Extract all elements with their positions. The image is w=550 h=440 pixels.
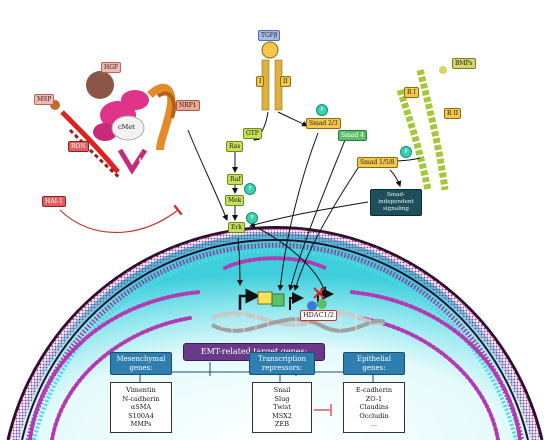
gtp-label: GTP — [243, 128, 262, 139]
gene-item: ... — [370, 420, 378, 429]
gene-item: ZEB — [274, 420, 290, 429]
repressors-title-line1: Transcription — [257, 355, 307, 363]
hai1-label: HAI-1 — [42, 196, 66, 207]
epithelial-genes-list: E-cadherin ZO-1 Claudins Occludin ... — [343, 382, 405, 433]
transcription-complex — [238, 287, 334, 311]
smad23-label: Smad 2/3 — [306, 118, 341, 129]
mesenchymal-genes-header: Mesenchymal genes: — [110, 352, 172, 375]
gene-item: E-cadherin — [355, 386, 393, 394]
raf-label: Raf — [227, 174, 244, 185]
gene-item: Occludin — [359, 411, 389, 420]
mesenchymal-title-line2: genes: — [129, 363, 153, 372]
epithelial-genes-header: Epithelial genes: — [343, 352, 405, 375]
gene-item: Twist — [273, 403, 291, 412]
tgfb-receptor — [261, 41, 283, 111]
phospho-erk: P — [246, 212, 258, 224]
phospho-smad158: P — [400, 146, 412, 158]
repressors-title-line2: repressors: — [261, 363, 303, 372]
gene-item: Snail — [273, 386, 291, 394]
hai1-inhibition — [59, 157, 196, 234]
gene-item: S100A4 — [128, 411, 154, 420]
smad4-label: Smad 4 — [338, 130, 367, 141]
gene-item: αSMA — [130, 403, 152, 412]
gene-item: MSX2 — [272, 411, 292, 420]
mesenchymal-title-line1: Mesenchymal — [116, 355, 166, 363]
epithelial-title-line1: Epithelial — [356, 355, 392, 363]
hdac-label: HDAC1/2 — [300, 310, 338, 321]
bmp-receptor — [396, 66, 449, 191]
hgf-label: HGF — [101, 62, 122, 73]
epithelial-title-line2: genes: — [362, 363, 386, 372]
msp-label: MSP — [34, 94, 55, 105]
gene-item: Vimentin — [126, 386, 156, 394]
phospho-mek: P — [244, 183, 256, 195]
receptor-ii-label: II — [280, 76, 291, 87]
bmps-label: BMPs — [452, 58, 476, 69]
cmet-receptor-complex — [50, 71, 177, 180]
phospho-smad23: P — [316, 104, 328, 116]
gene-item: N-cadherin — [122, 394, 160, 403]
nrp1-label: NRP1 — [176, 100, 200, 111]
erk-label: Erk — [228, 222, 245, 233]
tgfb-label: TGFβ — [258, 30, 281, 41]
gene-item: ZO-1 — [365, 394, 383, 403]
ras-label: Ras — [226, 141, 244, 152]
r1-label: R I — [404, 87, 419, 98]
nuclear-envelope — [28, 256, 522, 440]
smad158-label: Smad 1/5/8 — [357, 157, 398, 168]
gene-item: Claudins — [359, 403, 389, 412]
gene-item: Slug — [274, 394, 290, 403]
transcription-repressors-header: Transcription repressors: — [249, 352, 315, 375]
transcription-repressors-list: Snail Slug Twist MSX2 ZEB — [252, 382, 312, 433]
r2-label: R II — [444, 108, 462, 119]
receptor-i-label: I — [256, 76, 265, 87]
mek-label: Mek — [225, 195, 245, 206]
ron-label: RON — [68, 141, 89, 152]
smad-independent-box: Smad-independent signaling — [370, 189, 422, 216]
repression-bar — [314, 404, 332, 416]
mesenchymal-genes-list: Vimentin N-cadherin αSMA S100A4 MMPs — [110, 382, 172, 433]
cmet-label: cMet — [118, 123, 135, 131]
gene-item: MMPs — [130, 420, 152, 429]
